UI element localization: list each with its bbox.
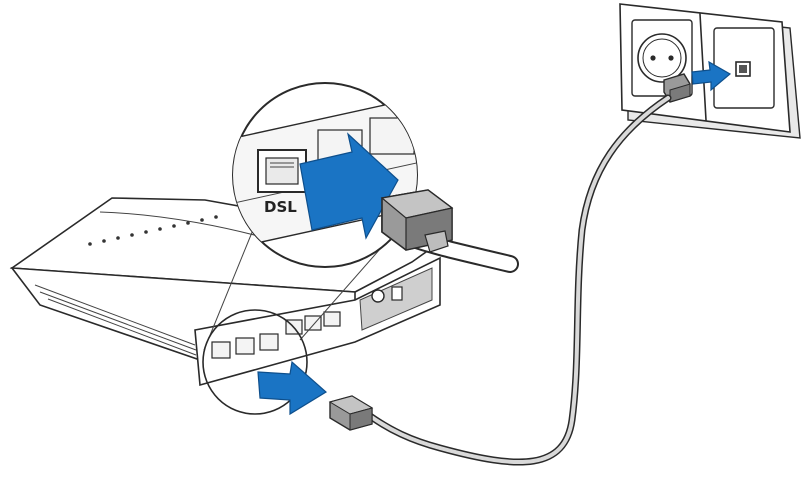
lan-port-1 xyxy=(235,337,255,355)
phone-cable xyxy=(366,94,672,466)
right-arrow-icon xyxy=(691,60,732,92)
status-lights xyxy=(88,215,218,246)
magnified-callout: DSL xyxy=(202,82,519,415)
power-switch xyxy=(391,286,403,301)
callout-origin-circle xyxy=(202,309,308,415)
phone-jack xyxy=(713,27,775,109)
wall-outlet-plate xyxy=(619,3,801,139)
power-jack xyxy=(371,289,385,303)
wall-plug xyxy=(663,73,691,103)
rear-ports xyxy=(211,286,403,359)
callout-leader-left xyxy=(203,224,256,351)
dsl-port-rear xyxy=(211,341,231,359)
right-arrow-icon xyxy=(257,360,328,416)
vent-grille xyxy=(34,284,197,356)
dsl-plug-callout-front xyxy=(380,189,454,253)
dsl-port-label: DSL xyxy=(264,198,297,216)
router xyxy=(9,197,443,387)
lan-port-4 xyxy=(304,315,322,331)
lan-port-2 xyxy=(259,333,279,351)
dsl-port-magnified xyxy=(257,149,307,193)
lan-port-magnified-2 xyxy=(369,117,415,155)
lan-port-5 xyxy=(323,311,341,327)
router-plug xyxy=(328,395,374,431)
